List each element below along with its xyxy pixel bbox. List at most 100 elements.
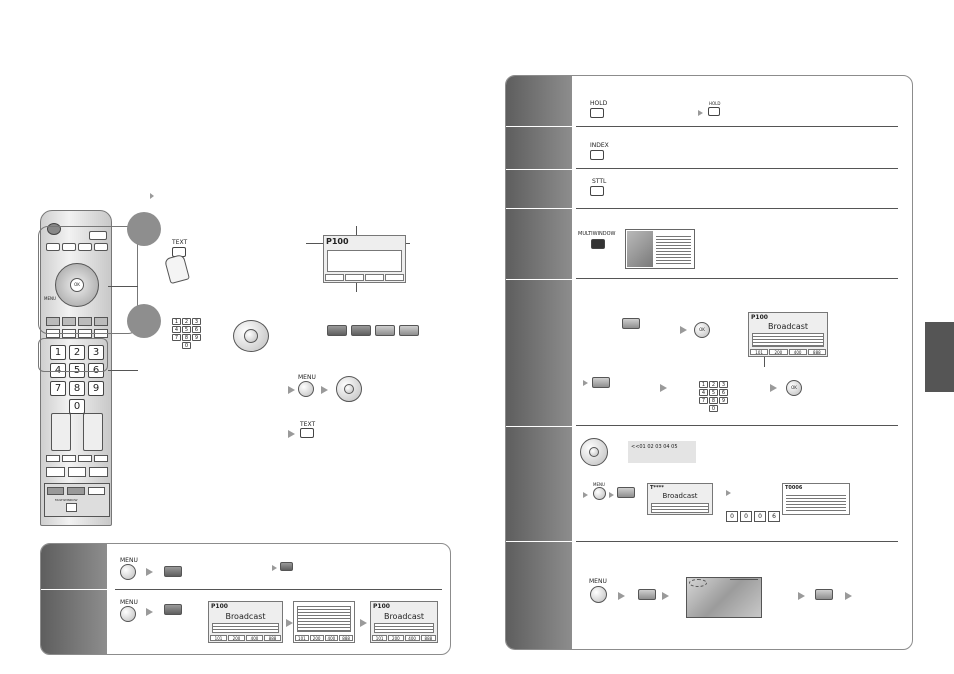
update-color-button-2[interactable] bbox=[815, 589, 833, 600]
fav-lines bbox=[752, 333, 824, 347]
callout-line bbox=[730, 579, 758, 580]
subpage-digit[interactable]: 0 bbox=[726, 511, 738, 522]
hold-button-small[interactable] bbox=[708, 107, 720, 116]
remote-digit-3[interactable]: 3 bbox=[88, 345, 104, 360]
fav-digit-2[interactable]: 2 bbox=[709, 381, 718, 388]
channel-rocker[interactable] bbox=[83, 413, 103, 451]
subpage-color-button[interactable] bbox=[617, 487, 635, 498]
sttl-label: STTL bbox=[592, 178, 607, 185]
step-digit-6[interactable]: 6 bbox=[192, 326, 201, 333]
fav-digit-7[interactable]: 7 bbox=[699, 397, 708, 404]
fav-digit-0[interactable]: 0 bbox=[709, 405, 718, 412]
remote-digit-0[interactable]: 0 bbox=[69, 399, 85, 414]
subpage-digit[interactable]: 6 bbox=[768, 511, 780, 522]
fav-broadcast: Broadcast bbox=[767, 322, 809, 331]
remote-digit-7[interactable]: 7 bbox=[50, 381, 66, 396]
subpage-menu-button[interactable] bbox=[593, 487, 606, 500]
fav-digit-9[interactable]: 9 bbox=[719, 397, 728, 404]
remote-digit-1[interactable]: 1 bbox=[50, 345, 66, 360]
remote-digit-5[interactable]: 5 bbox=[69, 363, 85, 378]
volume-rocker[interactable] bbox=[51, 413, 71, 451]
remote-digit-4[interactable]: 4 bbox=[50, 363, 66, 378]
step-digit-7[interactable]: 7 bbox=[172, 334, 181, 341]
step-digit-8[interactable]: 8 bbox=[182, 334, 191, 341]
update-menu-button[interactable] bbox=[590, 586, 607, 603]
remote-color-button[interactable] bbox=[78, 317, 92, 326]
step-dpad-center[interactable] bbox=[244, 329, 258, 343]
remote-color-button[interactable] bbox=[46, 317, 60, 326]
remote-digit-8[interactable]: 8 bbox=[69, 381, 85, 396]
small-arrow bbox=[272, 565, 277, 571]
step-digit-9[interactable]: 9 bbox=[192, 334, 201, 341]
fav-digit-6[interactable]: 6 bbox=[719, 389, 728, 396]
remote-control: MENU OK 1 2 3 4 5 6 7 8 9 0 MULTIWINDOW bbox=[40, 210, 112, 526]
multiwindow-button[interactable] bbox=[591, 239, 605, 249]
step-digit-3[interactable]: 3 bbox=[192, 318, 201, 325]
bottom-color-button-2[interactable] bbox=[280, 562, 293, 571]
remote-digit-2[interactable]: 2 bbox=[69, 345, 85, 360]
row-divider bbox=[576, 168, 898, 169]
update-color-button[interactable] bbox=[638, 589, 656, 600]
remote-multiwindow-label: MULTIWINDOW bbox=[55, 498, 78, 502]
arrow-icon bbox=[146, 608, 153, 616]
menu-dpad-center[interactable] bbox=[344, 384, 354, 394]
step-numpad: 1 2 3 4 5 6 7 8 9 0 bbox=[172, 318, 201, 349]
remote-ok-button[interactable]: OK bbox=[70, 278, 84, 292]
bottom-menu-button-2[interactable] bbox=[120, 606, 136, 622]
blue-button[interactable] bbox=[399, 325, 419, 336]
subpage-digit[interactable]: 0 bbox=[740, 511, 752, 522]
fav-digit-5[interactable]: 5 bbox=[709, 389, 718, 396]
bottom-menu-button-1[interactable] bbox=[120, 564, 136, 580]
fav-color-button-2[interactable] bbox=[592, 377, 610, 388]
input-button[interactable] bbox=[89, 231, 107, 240]
remote-color-button[interactable] bbox=[94, 317, 108, 326]
fav-digit-1[interactable]: 1 bbox=[699, 381, 708, 388]
menu-dpad[interactable] bbox=[336, 376, 362, 402]
subpage-dpad-center[interactable] bbox=[589, 447, 599, 457]
callout-line bbox=[356, 226, 357, 236]
fav-digit-4[interactable]: 4 bbox=[699, 389, 708, 396]
arrow-icon bbox=[146, 568, 153, 576]
subpage-digit[interactable]: 0 bbox=[754, 511, 766, 522]
row-divider bbox=[576, 541, 898, 542]
screen-broadcast: Broadcast bbox=[225, 612, 266, 621]
step-digit-1[interactable]: 1 bbox=[172, 318, 181, 325]
remote-color-button[interactable] bbox=[62, 317, 76, 326]
green-button[interactable] bbox=[351, 325, 371, 336]
subpage-line: <<01 02 03 04 05 bbox=[631, 444, 678, 450]
remote-digit-6[interactable]: 6 bbox=[88, 363, 104, 378]
bottom-color-button-1[interactable] bbox=[164, 566, 182, 577]
step-digit-0[interactable]: 0 bbox=[182, 342, 191, 349]
small-arrow bbox=[583, 492, 588, 498]
step-digit-spacer bbox=[172, 342, 181, 349]
remote-lower-row-2 bbox=[46, 467, 109, 477]
fav-color-button[interactable] bbox=[622, 318, 640, 329]
yellow-button[interactable] bbox=[375, 325, 395, 336]
index-button[interactable] bbox=[590, 150, 604, 160]
bottom-color-button-3[interactable] bbox=[164, 604, 182, 615]
remote-digit-9[interactable]: 9 bbox=[88, 381, 104, 396]
fav-digit-3[interactable]: 3 bbox=[719, 381, 728, 388]
hold-button[interactable] bbox=[590, 108, 604, 118]
update-menu-label: MENU bbox=[589, 578, 607, 585]
sttl-button[interactable] bbox=[590, 186, 604, 196]
remote-multiwindow-button[interactable] bbox=[66, 503, 77, 512]
ok-button-1[interactable]: OK bbox=[694, 322, 710, 338]
step-digit-5[interactable]: 5 bbox=[182, 326, 191, 333]
red-button[interactable] bbox=[327, 325, 347, 336]
menu-label: MENU bbox=[298, 374, 316, 381]
step-digit-2[interactable]: 2 bbox=[182, 318, 191, 325]
fav-digit-8[interactable]: 8 bbox=[709, 397, 718, 404]
arrow-icon bbox=[662, 592, 669, 600]
small-arrow bbox=[583, 380, 588, 386]
fav-digit-spacer bbox=[699, 405, 708, 412]
step-marker-1 bbox=[127, 212, 161, 246]
fav-page: P100 bbox=[751, 314, 768, 321]
text-button-2[interactable] bbox=[300, 428, 314, 438]
menu-button[interactable] bbox=[298, 381, 314, 397]
step-digit-4[interactable]: 4 bbox=[172, 326, 181, 333]
ok-button-2[interactable]: OK bbox=[786, 380, 802, 396]
teletext-screen: P100 bbox=[323, 235, 406, 283]
